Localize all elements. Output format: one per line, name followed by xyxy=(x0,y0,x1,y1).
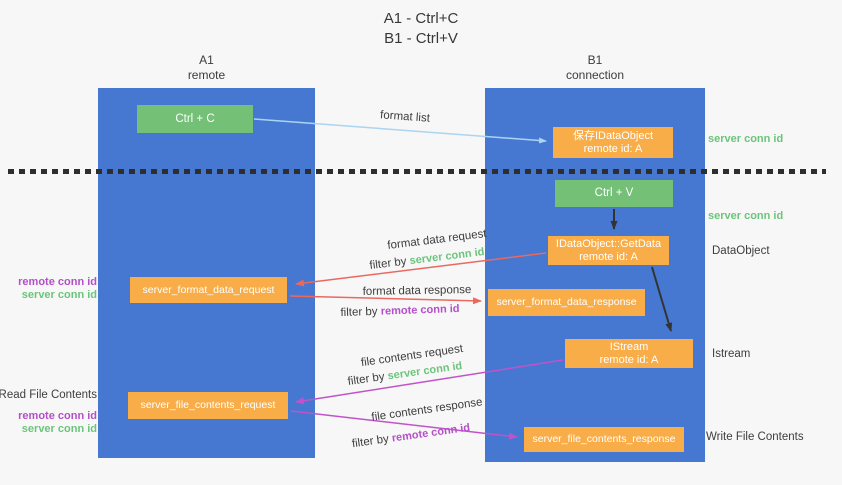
node-istream-title: IStream xyxy=(609,340,649,353)
format-list-arrow-label: format list xyxy=(379,109,431,125)
node-ctrl-v: Ctrl + V xyxy=(555,180,673,207)
server-conn-id-label-top-right: server conn id xyxy=(708,133,784,145)
left-column-role: remote xyxy=(187,68,226,82)
remote-conn-id-inline: remote conn id xyxy=(380,302,460,318)
filter-by-server-conn-id-label-1: filter by server conn id xyxy=(369,246,485,272)
remote-conn-id-label-left-1: remote conn id xyxy=(18,276,97,288)
diagram-title: A1 - Ctrl+C B1 - Ctrl+V xyxy=(0,9,842,49)
istream-label: Istream xyxy=(712,348,751,360)
server-conn-id-label-left-1: server conn id xyxy=(21,289,97,301)
node-save-idataobject-remote-id: remote id: A xyxy=(583,142,643,155)
remote-conn-id-label-left-2: remote conn id xyxy=(18,410,97,422)
node-server-file-contents-request-label: server_file_contents_request xyxy=(140,399,276,411)
right-column-name: B1 xyxy=(587,53,603,67)
filter-by-text: filter by xyxy=(368,255,411,272)
node-getdata-title: IDataObject::GetData xyxy=(555,237,662,250)
node-server-format-data-request: server_format_data_request xyxy=(130,277,287,303)
left-column-name: A1 xyxy=(199,53,214,67)
filter-by-text: filter by xyxy=(351,432,393,451)
right-column-header: B1 connection xyxy=(485,53,705,83)
filter-by-remote-conn-id-label-1: filter by remote conn id xyxy=(340,303,459,319)
format-data-response-arrow-label: format data response xyxy=(362,284,472,298)
node-idataobject-getdata: IDataObject::GetData remote id: A xyxy=(548,236,669,265)
server-conn-id-label-mid-right: server conn id xyxy=(708,210,784,222)
node-server-file-contents-response-label: server_file_contents_response xyxy=(532,433,676,445)
dataobject-label: DataObject xyxy=(712,245,770,257)
title-line-1: A1 - Ctrl+C xyxy=(383,10,459,27)
node-ctrl-v-label: Ctrl + V xyxy=(594,187,634,199)
node-ctrl-c-label: Ctrl + C xyxy=(175,112,215,125)
file-contents-response-arrow-label: file contents response xyxy=(370,396,484,424)
node-save-idataobject: 保存IDataObject remote id: A xyxy=(553,127,673,158)
node-server-format-data-response: server_format_data_response xyxy=(488,289,645,316)
node-server-file-contents-response: server_file_contents_response xyxy=(524,427,684,452)
filter-by-text: filter by xyxy=(346,370,389,388)
node-istream-remote-id: remote id: A xyxy=(599,353,659,366)
write-file-contents-label: Write File Contents xyxy=(706,431,804,443)
server-conn-id-inline: server conn id xyxy=(408,246,486,268)
right-column-role: connection xyxy=(565,68,625,82)
session-separator-line xyxy=(8,169,826,174)
node-server-format-data-request-label: server_format_data_request xyxy=(142,283,275,296)
node-server-format-data-response-label: server_format_data_response xyxy=(496,296,637,308)
remote-conn-id-inline: remote conn id xyxy=(391,421,471,445)
left-column-header: A1 remote xyxy=(98,53,315,83)
node-istream: IStream remote id: A xyxy=(565,339,693,368)
title-line-2: B1 - Ctrl+V xyxy=(384,30,458,47)
node-save-idataobject-title: 保存IDataObject xyxy=(572,129,654,142)
node-server-file-contents-request: server_file_contents_request xyxy=(128,392,288,419)
node-ctrl-c: Ctrl + C xyxy=(137,105,253,133)
server-conn-id-label-left-2: server conn id xyxy=(21,423,97,435)
filter-by-remote-conn-id-label-2: filter by remote conn id xyxy=(351,422,471,450)
filter-by-text: filter by xyxy=(340,305,381,320)
node-getdata-remote-id: remote id: A xyxy=(579,250,638,263)
read-file-contents-label: Read File Contents xyxy=(0,389,97,401)
